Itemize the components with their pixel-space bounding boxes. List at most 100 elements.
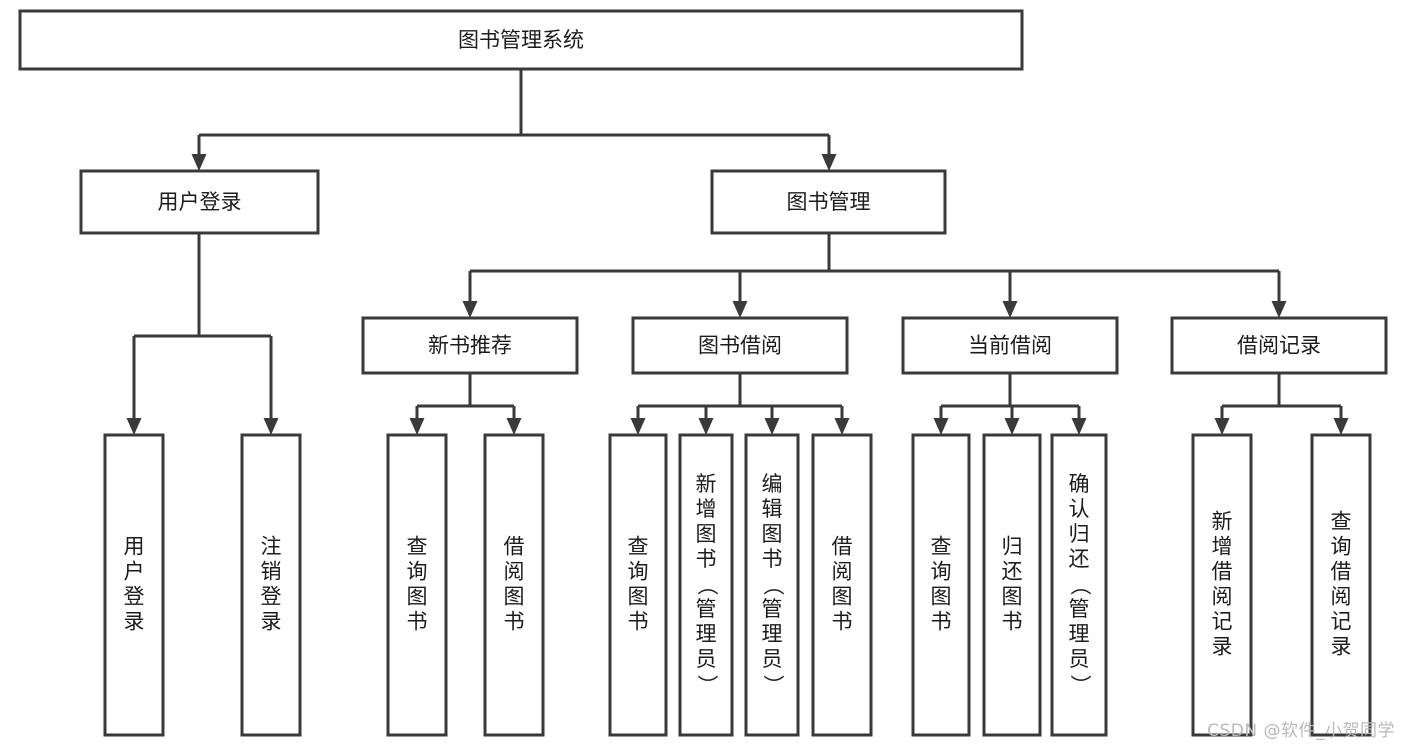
node-box-leaf-query-book-rec[interactable] <box>386 433 448 737</box>
label-char: 用 <box>124 535 145 559</box>
connector-arrow <box>821 135 837 171</box>
label-char: 书 <box>832 610 853 634</box>
label-char: 归 <box>1002 535 1023 559</box>
node-box-leaf-add-book-admin[interactable] <box>678 433 734 737</box>
label-char: 借 <box>504 535 525 559</box>
arrow-head-icon <box>1002 301 1018 318</box>
connector-arrow <box>1333 406 1349 435</box>
connector-arrow <box>191 135 207 171</box>
label-char: 登 <box>124 585 145 609</box>
connector-arrow <box>630 406 646 435</box>
label-char: 销 <box>261 560 282 584</box>
node-book-borrow[interactable]: 图书借阅 <box>631 316 849 375</box>
connector-arrow <box>764 406 780 435</box>
node-box-leaf-query-borrow-record[interactable] <box>1310 433 1372 737</box>
label-char: 确 <box>1069 472 1090 496</box>
node-borrow-record[interactable]: 借阅记录 <box>1170 316 1388 375</box>
label-char: 管 <box>1069 597 1090 621</box>
node-book-manage[interactable]: 图书管理 <box>710 169 947 235</box>
arrow-head-icon <box>630 418 646 435</box>
label-char: 管 <box>762 597 783 621</box>
label-char: 记 <box>1212 610 1233 634</box>
arrow-head-icon <box>409 418 425 435</box>
node-box-user-login[interactable] <box>79 169 320 235</box>
node-box-borrow-record[interactable] <box>1170 316 1388 375</box>
label-char: 查 <box>1331 510 1352 534</box>
label-char: 录 <box>1331 635 1352 659</box>
label-char: 录 <box>261 610 282 634</box>
connector-arrow <box>834 406 850 435</box>
node-box-leaf-query-book-current[interactable] <box>911 433 971 737</box>
node-box-leaf-return-book[interactable] <box>982 433 1042 737</box>
node-label-leaf-user-login: 用户登录 <box>124 535 145 634</box>
arrow-head-icon <box>1333 418 1349 435</box>
label-char: 书 <box>1002 610 1023 634</box>
node-label-book-manage: 图书管理 <box>787 190 871 214</box>
node-box-leaf-borrow-book[interactable] <box>811 433 873 737</box>
node-label-root: 图书管理系统 <box>458 28 584 52</box>
label-char: 理 <box>1069 622 1090 646</box>
node-box-leaf-confirm-return-admin[interactable] <box>1050 433 1108 737</box>
arrow-head-icon <box>191 154 207 171</box>
connector-arrow <box>1004 406 1020 435</box>
label-char: （ <box>695 575 719 596</box>
node-box-leaf-add-borrow-record[interactable] <box>1191 433 1253 737</box>
label-char: 登 <box>261 585 282 609</box>
label-char: 图 <box>696 522 717 546</box>
label-char: （ <box>761 575 785 596</box>
node-new-book-recommend[interactable]: 新书推荐 <box>361 316 579 375</box>
label-char: 阅 <box>1212 585 1233 609</box>
label-char: 书 <box>931 610 952 634</box>
label-char: 图 <box>504 585 525 609</box>
node-box-new-book-recommend[interactable] <box>361 316 579 375</box>
watermark-label: CSDN @软件_小贺同学 <box>1207 721 1395 741</box>
node-leaf-user-login[interactable]: 用户登录 <box>103 433 165 737</box>
node-box-leaf-user-login[interactable] <box>103 433 165 737</box>
node-label-user-login: 用户登录 <box>158 190 242 214</box>
label-char: 询 <box>931 560 952 584</box>
node-box-leaf-query-book-borrow[interactable] <box>608 433 668 737</box>
node-box-leaf-edit-book-admin[interactable] <box>744 433 800 737</box>
label-char: 图 <box>832 585 853 609</box>
label-char: 查 <box>407 535 428 559</box>
node-label-new-book-recommend: 新书推荐 <box>428 334 512 358</box>
node-box-leaf-logout[interactable] <box>240 433 302 737</box>
node-box-root[interactable] <box>18 9 1024 71</box>
label-char: 书 <box>407 610 428 634</box>
label-char: 员 <box>762 647 783 671</box>
label-char: ） <box>1068 675 1092 696</box>
node-box-book-borrow[interactable] <box>631 316 849 375</box>
node-box-leaf-borrow-book-rec[interactable] <box>483 433 545 737</box>
label-char: 图 <box>762 522 783 546</box>
node-user-login[interactable]: 用户登录 <box>79 169 320 235</box>
label-char: 还 <box>1002 560 1023 584</box>
arrow-head-icon <box>1071 418 1087 435</box>
node-current-borrow[interactable]: 当前借阅 <box>901 316 1119 375</box>
label-char: 书 <box>504 610 525 634</box>
node-box-current-borrow[interactable] <box>901 316 1119 375</box>
label-char: 询 <box>1331 535 1352 559</box>
node-root[interactable]: 图书管理系统 <box>18 9 1024 71</box>
label-char: ） <box>695 675 719 696</box>
node-box-book-manage[interactable] <box>710 169 947 235</box>
